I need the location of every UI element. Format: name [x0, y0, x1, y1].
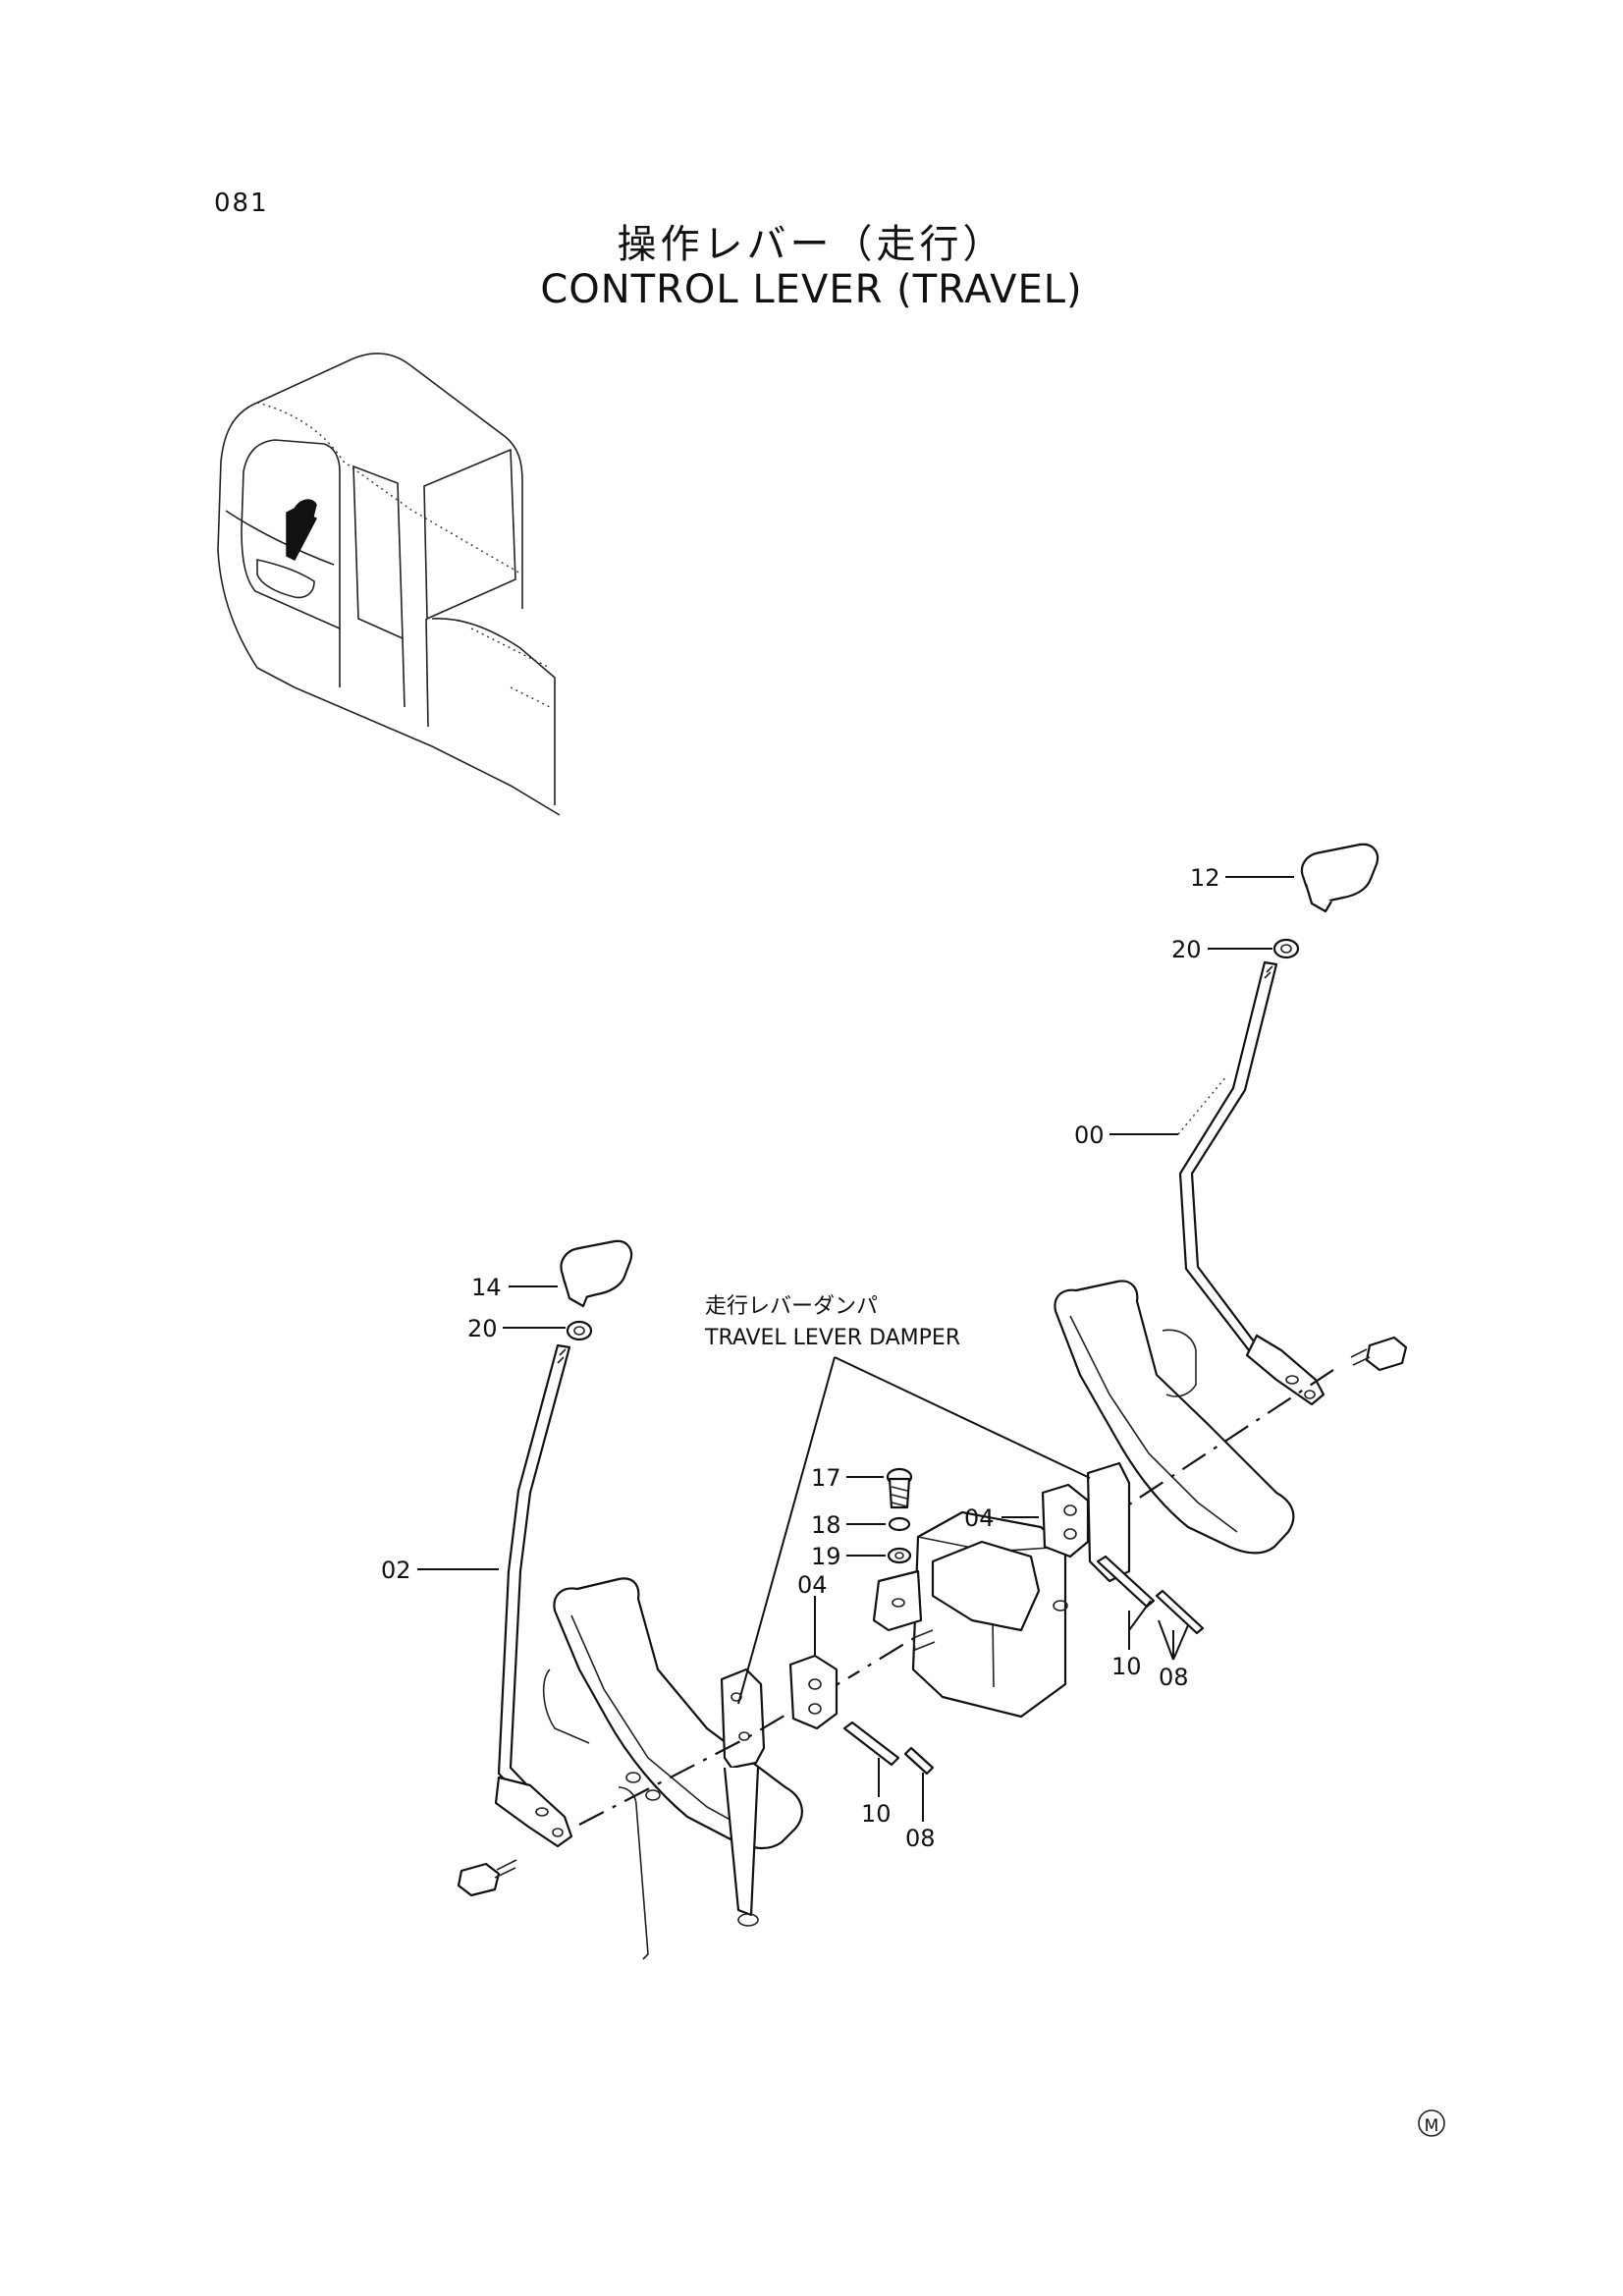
right-lever-assembly — [853, 843, 1408, 1675]
callout-02: 02 — [381, 1557, 411, 1584]
callout-14: 14 — [471, 1274, 502, 1301]
nut-20-left — [566, 1320, 593, 1341]
washer-18 — [888, 1516, 911, 1532]
page-number: 081 — [214, 189, 269, 218]
pedal-right — [1054, 1280, 1295, 1555]
mark-letter: M — [1425, 2116, 1439, 2136]
washer-19 — [887, 1547, 912, 1564]
leader-lines — [417, 876, 1294, 1822]
callout-04-upper: 04 — [964, 1504, 995, 1532]
callout-17: 17 — [811, 1464, 841, 1492]
damper-assembly — [788, 1461, 1205, 1776]
title-english: CONTROL LEVER (TRAVEL) — [540, 267, 1083, 312]
bolt-right — [1365, 1336, 1408, 1372]
nut-20-right — [1272, 938, 1300, 959]
callout-00: 00 — [1074, 1121, 1105, 1149]
callout-10-right: 10 — [1111, 1653, 1142, 1680]
callout-08-lower: 08 — [905, 1825, 936, 1852]
circled-m-mark: M — [1418, 2109, 1445, 2137]
callouts: 12 20 00 14 20 02 17 18 19 04 04 10 08 1… — [381, 864, 1220, 1852]
callout-12: 12 — [1190, 864, 1220, 892]
callout-10-lower: 10 — [861, 1800, 892, 1828]
callout-08-right: 08 — [1159, 1664, 1189, 1691]
bolt-left — [457, 1862, 501, 1897]
callout-19: 19 — [811, 1543, 841, 1570]
lever-rod-00 — [1178, 960, 1278, 1352]
callout-04-lower: 04 — [797, 1571, 828, 1599]
pedal-left — [553, 1577, 803, 1850]
callout-18: 18 — [811, 1511, 841, 1539]
damper-label-jp: 走行レバーダンパ — [705, 1294, 878, 1319]
cab-inset — [217, 353, 561, 816]
damper-label-en: TRAVEL LEVER DAMPER — [704, 1326, 960, 1350]
callout-20-left: 20 — [467, 1315, 498, 1342]
plate-04-lower — [788, 1654, 839, 1730]
callout-20-right: 20 — [1171, 936, 1202, 963]
lever-rod-02 — [497, 1343, 571, 1815]
title-japanese: 操作レバー（走行） — [617, 222, 1006, 267]
plate-04-upper — [1041, 1483, 1090, 1558]
